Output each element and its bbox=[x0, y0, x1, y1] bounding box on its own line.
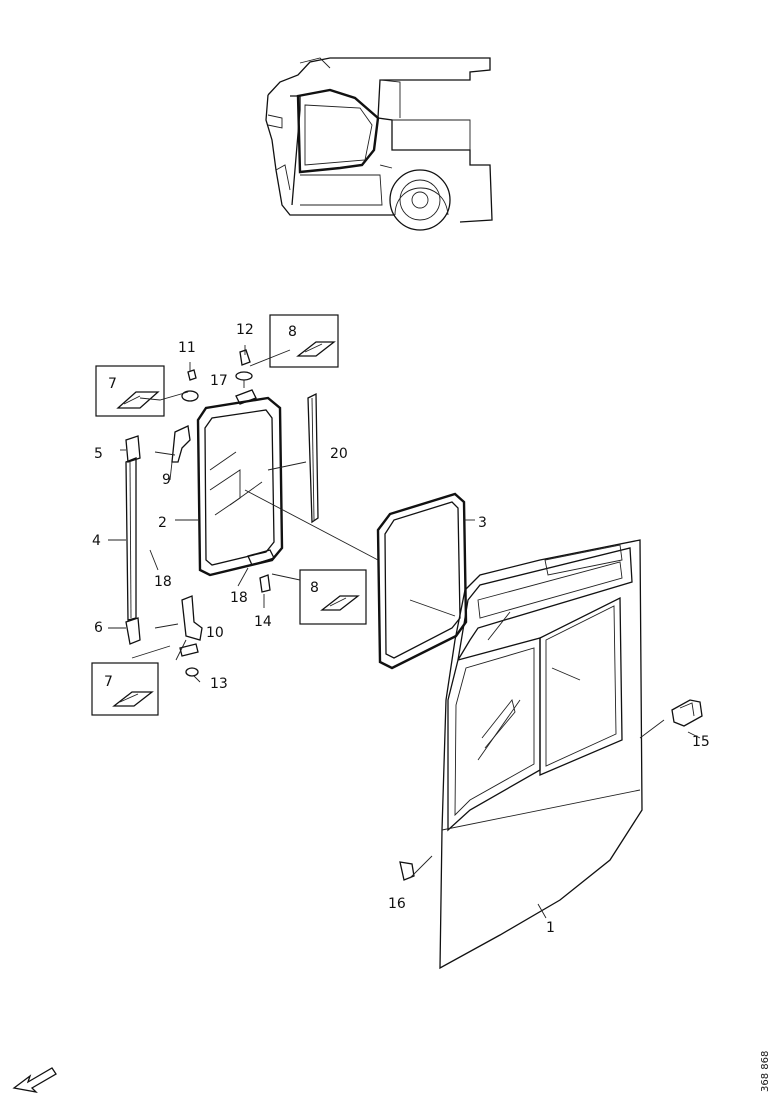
part-15-handle bbox=[671, 699, 703, 727]
callout-labels: 1 2 3 4 5 6 7 7 8 8 9 10 11 12 13 14 15 … bbox=[92, 322, 710, 936]
leader-lines bbox=[108, 345, 701, 919]
callout-2: 2 bbox=[158, 515, 167, 531]
detail-box-8-bottom bbox=[299, 569, 367, 625]
part-10-hinge bbox=[181, 595, 203, 641]
part-20-seal-strip bbox=[307, 392, 319, 524]
callout-18-bottom: 18 bbox=[230, 590, 248, 606]
detail-box-8-top bbox=[269, 314, 339, 368]
callout-1: 1 bbox=[546, 920, 555, 936]
part-1-door-panel bbox=[439, 539, 643, 970]
detail-box-7-top bbox=[95, 365, 165, 417]
callout-3: 3 bbox=[478, 515, 487, 531]
callout-15: 15 bbox=[692, 734, 710, 750]
part-3-glass-pane bbox=[376, 492, 468, 670]
callout-8-top: 8 bbox=[288, 324, 297, 340]
document-id: 368 868 bbox=[760, 1051, 771, 1092]
part-11-screw bbox=[181, 369, 199, 402]
callout-12: 12 bbox=[236, 322, 254, 338]
callout-10: 10 bbox=[206, 625, 224, 641]
part-17-clip bbox=[235, 389, 257, 405]
callout-20: 20 bbox=[330, 446, 348, 462]
part-4-guide-rail bbox=[125, 435, 141, 645]
callout-11: 11 bbox=[178, 340, 196, 356]
callout-7-top: 7 bbox=[108, 376, 117, 392]
callout-14: 14 bbox=[254, 614, 272, 630]
callout-4: 4 bbox=[92, 533, 101, 549]
vehicle-overview-illustration bbox=[265, 57, 493, 231]
callout-16: 16 bbox=[388, 896, 406, 912]
callout-13: 13 bbox=[210, 676, 228, 692]
part-12-pin bbox=[235, 349, 253, 381]
callout-5: 5 bbox=[94, 446, 103, 462]
detail-box-7-bottom bbox=[91, 662, 159, 716]
part-13-washer bbox=[179, 643, 199, 677]
direction-arrow-icon bbox=[12, 1067, 57, 1094]
part-9-bracket bbox=[171, 425, 191, 463]
callout-7-bottom: 7 bbox=[104, 674, 113, 690]
part-18-clip bbox=[247, 549, 275, 566]
callout-9: 9 bbox=[162, 472, 171, 488]
part-16-latch bbox=[399, 861, 415, 881]
callout-17: 17 bbox=[210, 373, 228, 389]
callout-8-bottom: 8 bbox=[310, 580, 319, 596]
callout-6: 6 bbox=[94, 620, 103, 636]
part-2-window-frame bbox=[196, 396, 284, 577]
callout-18-left: 18 bbox=[154, 574, 172, 590]
part-14-screw bbox=[259, 574, 271, 593]
